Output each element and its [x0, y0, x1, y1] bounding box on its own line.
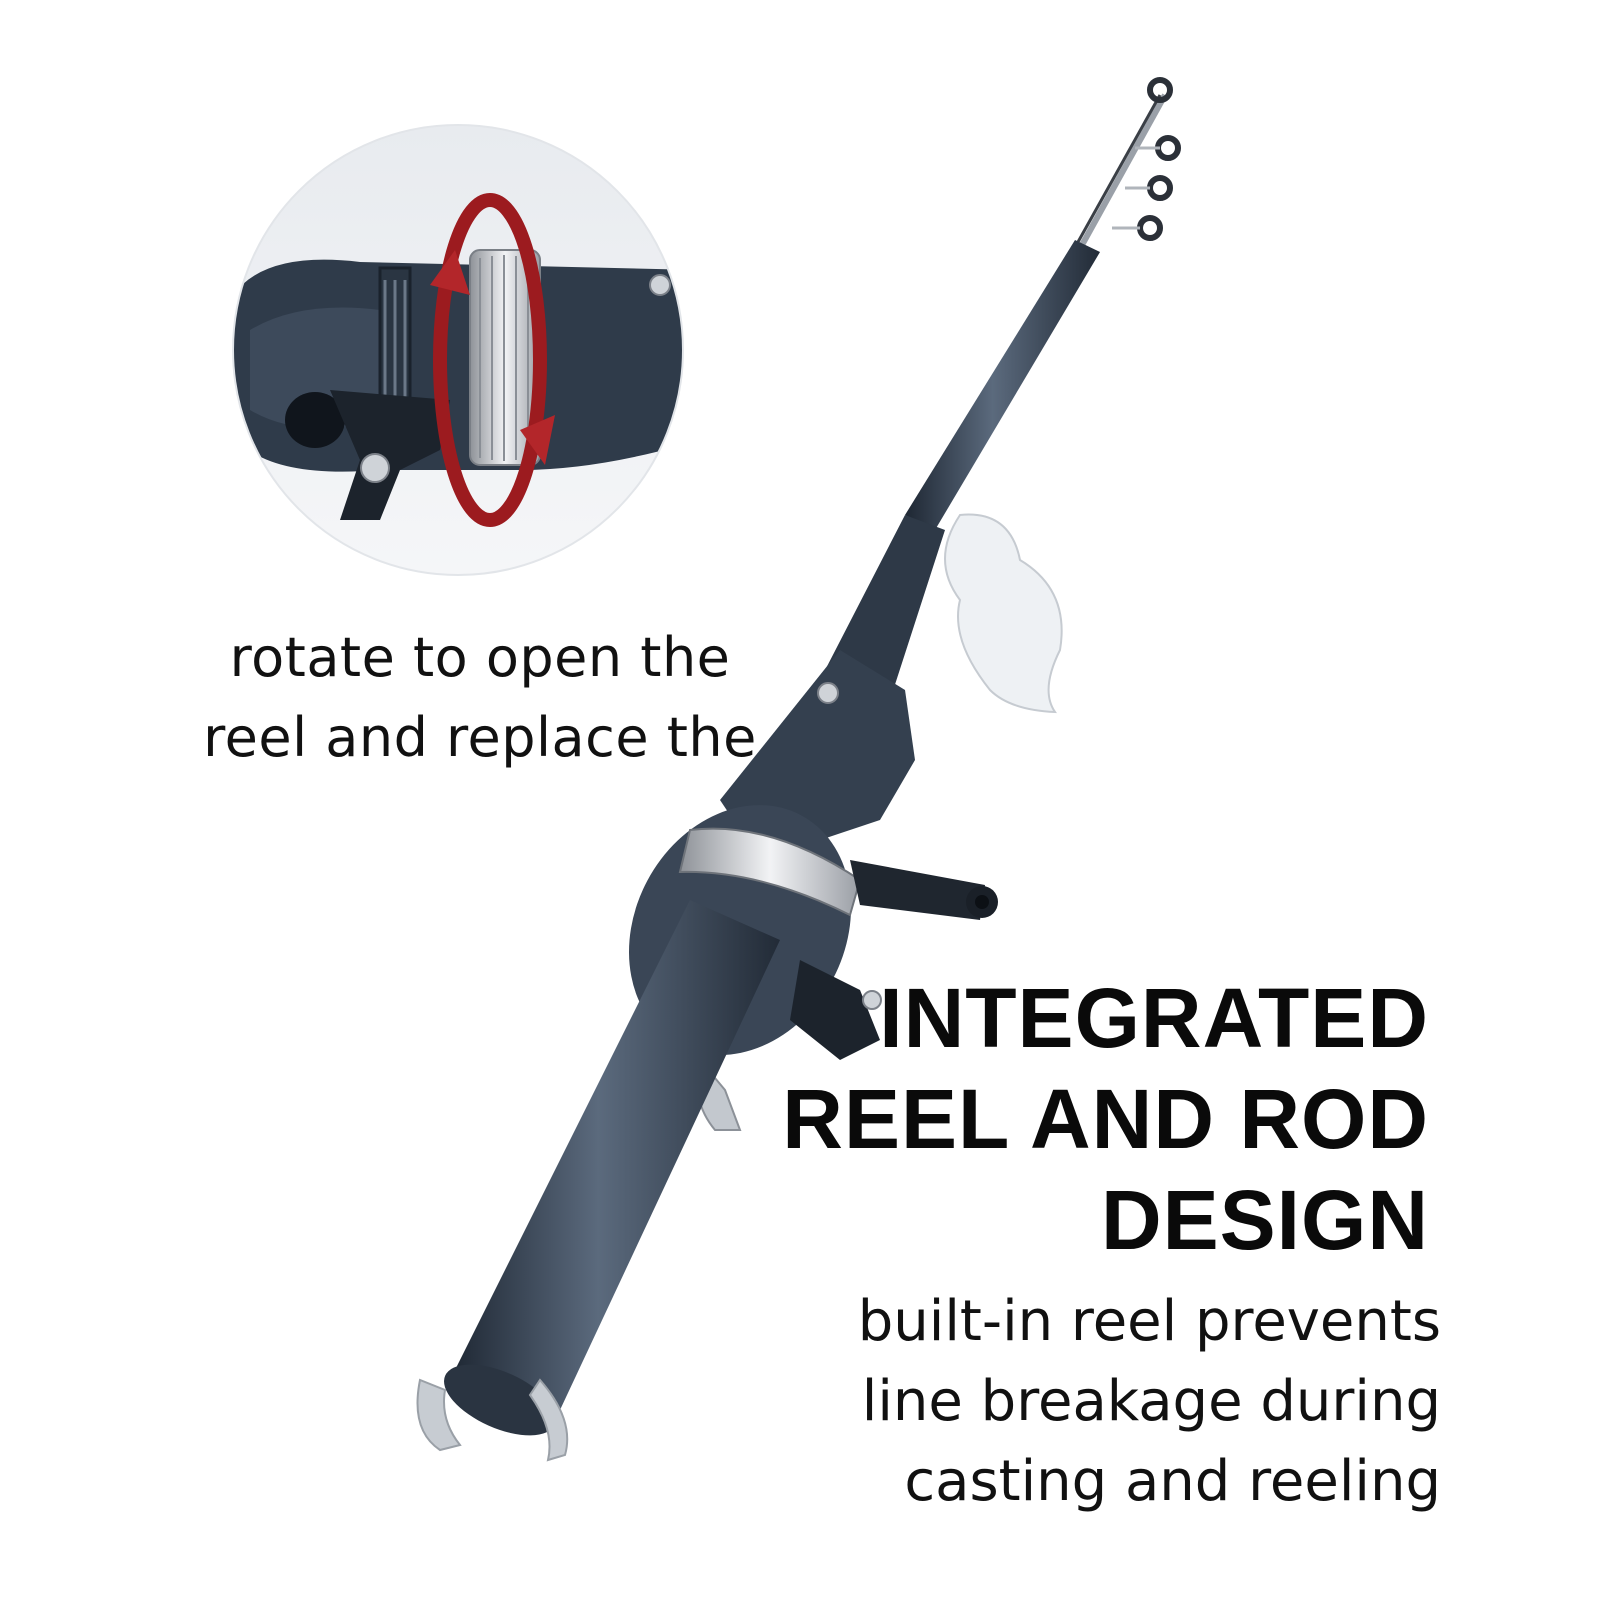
description-line-3: casting and reeling	[904, 1449, 1441, 1514]
rotate-arrow-icon	[430, 193, 555, 527]
headline-line-1: INTEGRATED	[879, 971, 1429, 1065]
reel-closeup-inset	[232, 124, 684, 576]
fishing-rod	[416, 77, 1181, 1462]
headline-line-2: REEL AND ROD	[782, 1072, 1429, 1166]
feature-description: built-in reel prevents line breakage dur…	[721, 1282, 1441, 1522]
description-line-2: line breakage during	[861, 1369, 1441, 1434]
feature-headline: INTEGRATED REEL AND ROD DESIGN	[729, 968, 1429, 1271]
inset-caption: rotate to open the reel and replace the	[160, 618, 800, 778]
inset-caption-line-2: reel and replace the	[203, 706, 757, 769]
description-line-1: built-in reel prevents	[857, 1289, 1441, 1354]
headline-line-3: DESIGN	[1100, 1173, 1429, 1267]
inset-caption-line-1: rotate to open the	[229, 626, 731, 689]
